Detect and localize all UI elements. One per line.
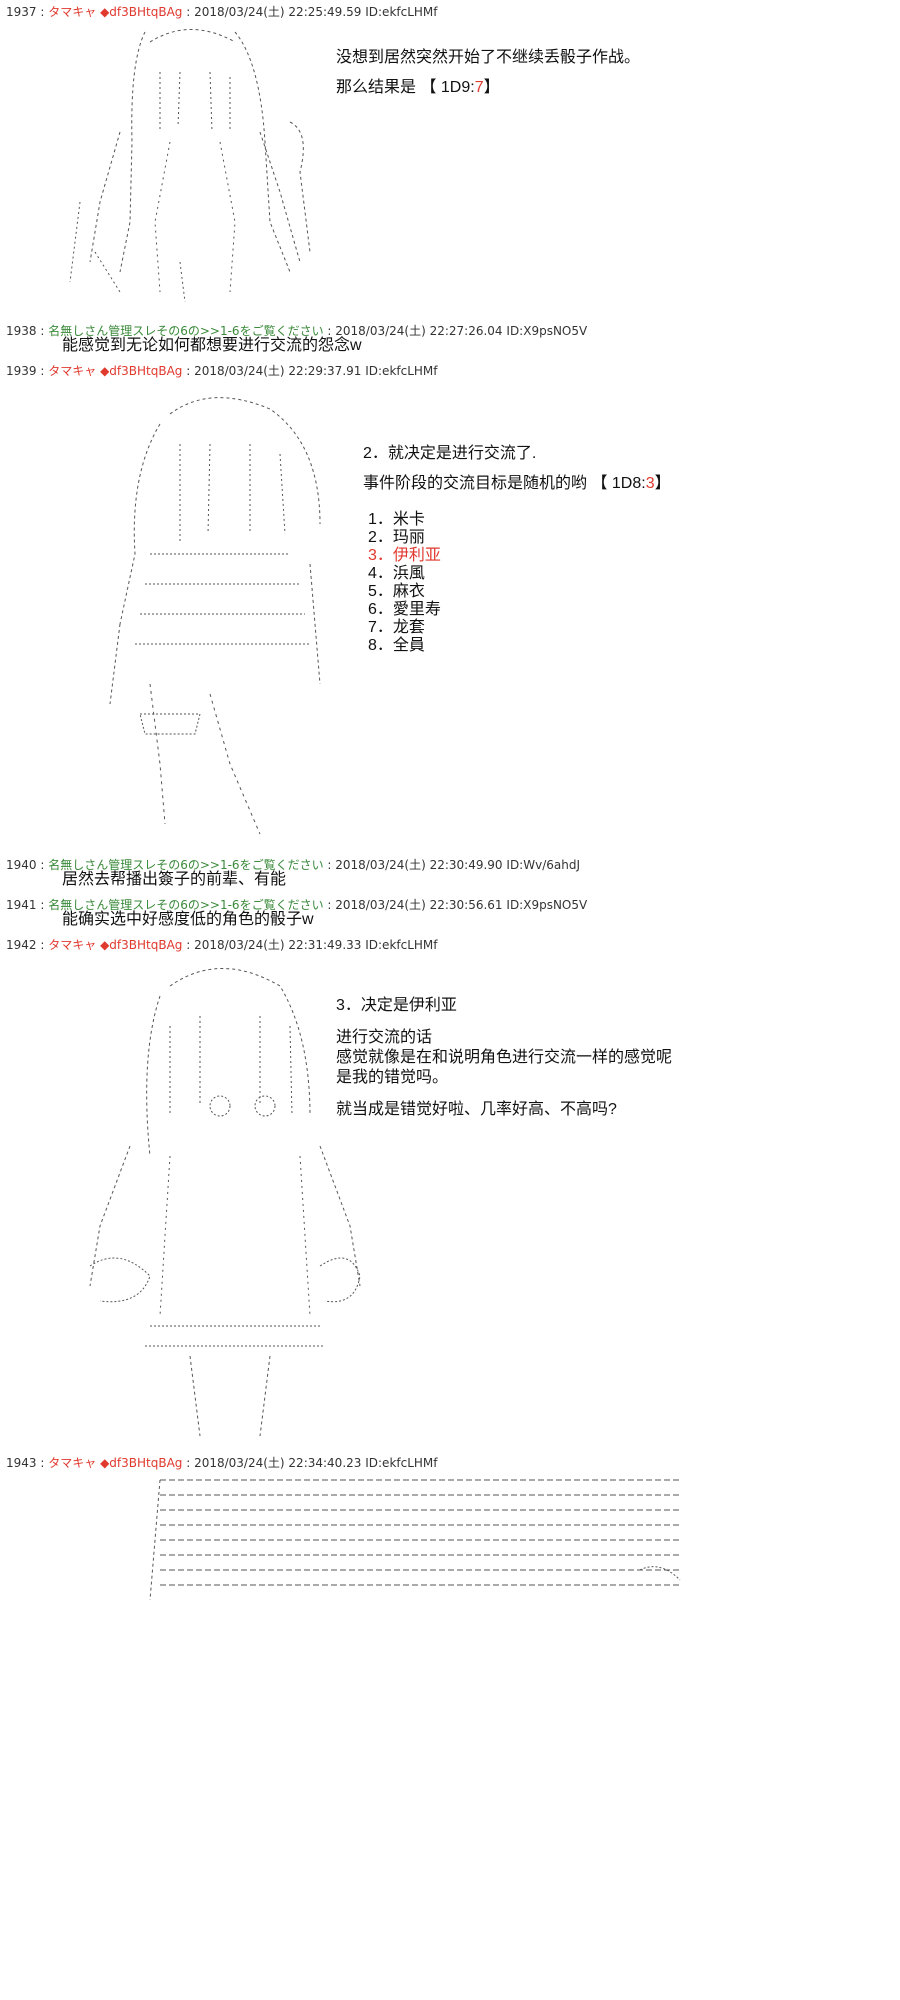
poster-id[interactable]: ID:ekfcLHMf bbox=[365, 364, 438, 378]
post-number: 1942 bbox=[6, 938, 37, 952]
post-datetime: 2018/03/24(土) 22:34:40.23 bbox=[194, 1456, 362, 1470]
option-item: 6．愛里寿 bbox=[368, 601, 441, 618]
post-1941: 1941 : 名無しさん管理スレその6の>>1-6をご覧ください : 2018/… bbox=[0, 894, 900, 936]
poster-name[interactable]: タマキャ bbox=[48, 1456, 97, 1470]
poster-name[interactable]: 名無しさん管理スレその6の>>1-6をご覧ください bbox=[48, 858, 324, 872]
post-1938: 1938 : 名無しさん管理スレその6の>>1-6をご覧ください : 2018/… bbox=[0, 320, 900, 364]
post-number: 1941 bbox=[6, 898, 37, 912]
poster-trip: ◆df3BHtqBAg bbox=[100, 364, 183, 378]
poster-id[interactable]: ID:X9psNO5V bbox=[506, 324, 588, 338]
post-text-line: 没想到居然突然开始了不继续丢骰子作战。 bbox=[336, 49, 641, 66]
post-1943: 1943 : タマキャ ◆df3BHtqBAg : 2018/03/24(土) … bbox=[0, 1456, 900, 1600]
post-header: 1943 : タマキャ ◆df3BHtqBAg : 2018/03/24(土) … bbox=[6, 1456, 438, 1470]
dice-result-label: 那么结果是 【 1D9: bbox=[336, 79, 475, 96]
post-header: 1938 : 名無しさん管理スレその6の>>1-6をご覧ください : 2018/… bbox=[6, 324, 588, 338]
poster-name[interactable]: 名無しさん管理スレその6の>>1-6をご覧ください bbox=[48, 898, 324, 912]
dice-result-label: 事件阶段的交流目标是随机的哟 【 1D8: bbox=[363, 475, 646, 492]
dice-result-close: 】 bbox=[483, 79, 500, 96]
post-datetime: 2018/03/24(土) 22:27:26.04 bbox=[335, 324, 503, 338]
post-number: 1937 bbox=[6, 5, 37, 19]
poster-trip: ◆df3BHtqBAg bbox=[100, 1456, 183, 1470]
post-text: 能确实选中好感度低的角色的骰子w bbox=[62, 911, 314, 928]
option-item: 1．米卡 bbox=[368, 511, 425, 528]
ascii-art-figure bbox=[60, 956, 380, 1446]
option-item-selected: 3．伊利亚 bbox=[368, 547, 441, 564]
option-item: 5．麻衣 bbox=[368, 583, 425, 600]
post-datetime: 2018/03/24(土) 22:29:37.91 bbox=[194, 364, 362, 378]
poster-id[interactable]: ID:ekfcLHMf bbox=[365, 1456, 438, 1470]
post-datetime: 2018/03/24(土) 22:31:49.33 bbox=[194, 938, 362, 952]
option-item: 2．玛丽 bbox=[368, 529, 425, 546]
post-text: 居然去帮播出簽子的前辈、有能 bbox=[62, 871, 287, 888]
ascii-art-figure bbox=[60, 22, 360, 312]
poster-id[interactable]: ID:Wv/6ahdJ bbox=[506, 858, 580, 872]
poster-name[interactable]: 名無しさん管理スレその6の>>1-6をご覧ください bbox=[48, 324, 324, 338]
post-header: 1939 : タマキャ ◆df3BHtqBAg : 2018/03/24(土) … bbox=[6, 364, 438, 378]
poster-trip: ◆df3BHtqBAg bbox=[100, 938, 183, 952]
option-item: 4．浜風 bbox=[368, 565, 425, 582]
post-text: 能感觉到无论如何都想要进行交流的怨念w bbox=[62, 337, 362, 354]
dice-result-line: 事件阶段的交流目标是随机的哟 【 1D8:3】 bbox=[363, 474, 671, 494]
post-text-line: 2．就决定是进行交流了. bbox=[363, 445, 537, 462]
post-number: 1938 bbox=[6, 324, 37, 338]
poster-name[interactable]: タマキャ bbox=[48, 938, 97, 952]
dice-result-value: 3 bbox=[645, 475, 655, 492]
poster-id[interactable]: ID:ekfcLHMf bbox=[365, 5, 438, 19]
dice-result-value: 7 bbox=[474, 79, 484, 96]
poster-name[interactable]: タマキャ bbox=[48, 364, 97, 378]
option-item: 8．全員 bbox=[368, 637, 425, 654]
post-header: 1942 : タマキャ ◆df3BHtqBAg : 2018/03/24(土) … bbox=[6, 938, 438, 952]
post-1939: 1939 : タマキャ ◆df3BHtqBAg : 2018/03/24(土) … bbox=[0, 364, 900, 854]
post-header: 1937 : タマキャ ◆df3BHtqBAg : 2018/03/24(土) … bbox=[6, 5, 438, 19]
post-header: 1940 : 名無しさん管理スレその6の>>1-6をご覧ください : 2018/… bbox=[6, 858, 580, 872]
post-datetime: 2018/03/24(土) 22:30:56.61 bbox=[335, 898, 503, 912]
post-text-line: 是我的错觉吗。 bbox=[336, 1069, 449, 1086]
dice-result-close: 】 bbox=[654, 475, 671, 492]
poster-id[interactable]: ID:X9psNO5V bbox=[506, 898, 588, 912]
post-1937: 1937 : タマキャ ◆df3BHtqBAg : 2018/03/24(土) … bbox=[0, 0, 900, 320]
post-text-line: 进行交流的话 bbox=[336, 1029, 433, 1046]
ascii-art-figure bbox=[90, 384, 360, 844]
poster-trip: ◆df3BHtqBAg bbox=[100, 5, 183, 19]
post-datetime: 2018/03/24(土) 22:25:49.59 bbox=[194, 5, 362, 19]
dice-result-line: 那么结果是 【 1D9:7】 bbox=[336, 78, 500, 98]
poster-name[interactable]: タマキャ bbox=[48, 5, 97, 19]
post-text-line: 3．决定是伊利亚 bbox=[336, 997, 457, 1014]
poster-id[interactable]: ID:ekfcLHMf bbox=[365, 938, 438, 952]
post-number: 1939 bbox=[6, 364, 37, 378]
post-header: 1941 : 名無しさん管理スレその6の>>1-6をご覧ください : 2018/… bbox=[6, 898, 588, 912]
post-1940: 1940 : 名無しさん管理スレその6の>>1-6をご覧ください : 2018/… bbox=[0, 854, 900, 894]
post-number: 1943 bbox=[6, 1456, 37, 1470]
post-number: 1940 bbox=[6, 858, 37, 872]
post-1942: 1942 : タマキャ ◆df3BHtqBAg : 2018/03/24(土) … bbox=[0, 936, 900, 1456]
ascii-art-scene bbox=[140, 1470, 700, 1600]
post-text-line: 感觉就像是在和说明角色进行交流一样的感觉呢 bbox=[336, 1049, 673, 1066]
post-datetime: 2018/03/24(土) 22:30:49.90 bbox=[335, 858, 503, 872]
post-text-line: 就当成是错觉好啦、几率好高、不高吗? bbox=[336, 1101, 617, 1118]
option-item: 7．龙套 bbox=[368, 619, 425, 636]
